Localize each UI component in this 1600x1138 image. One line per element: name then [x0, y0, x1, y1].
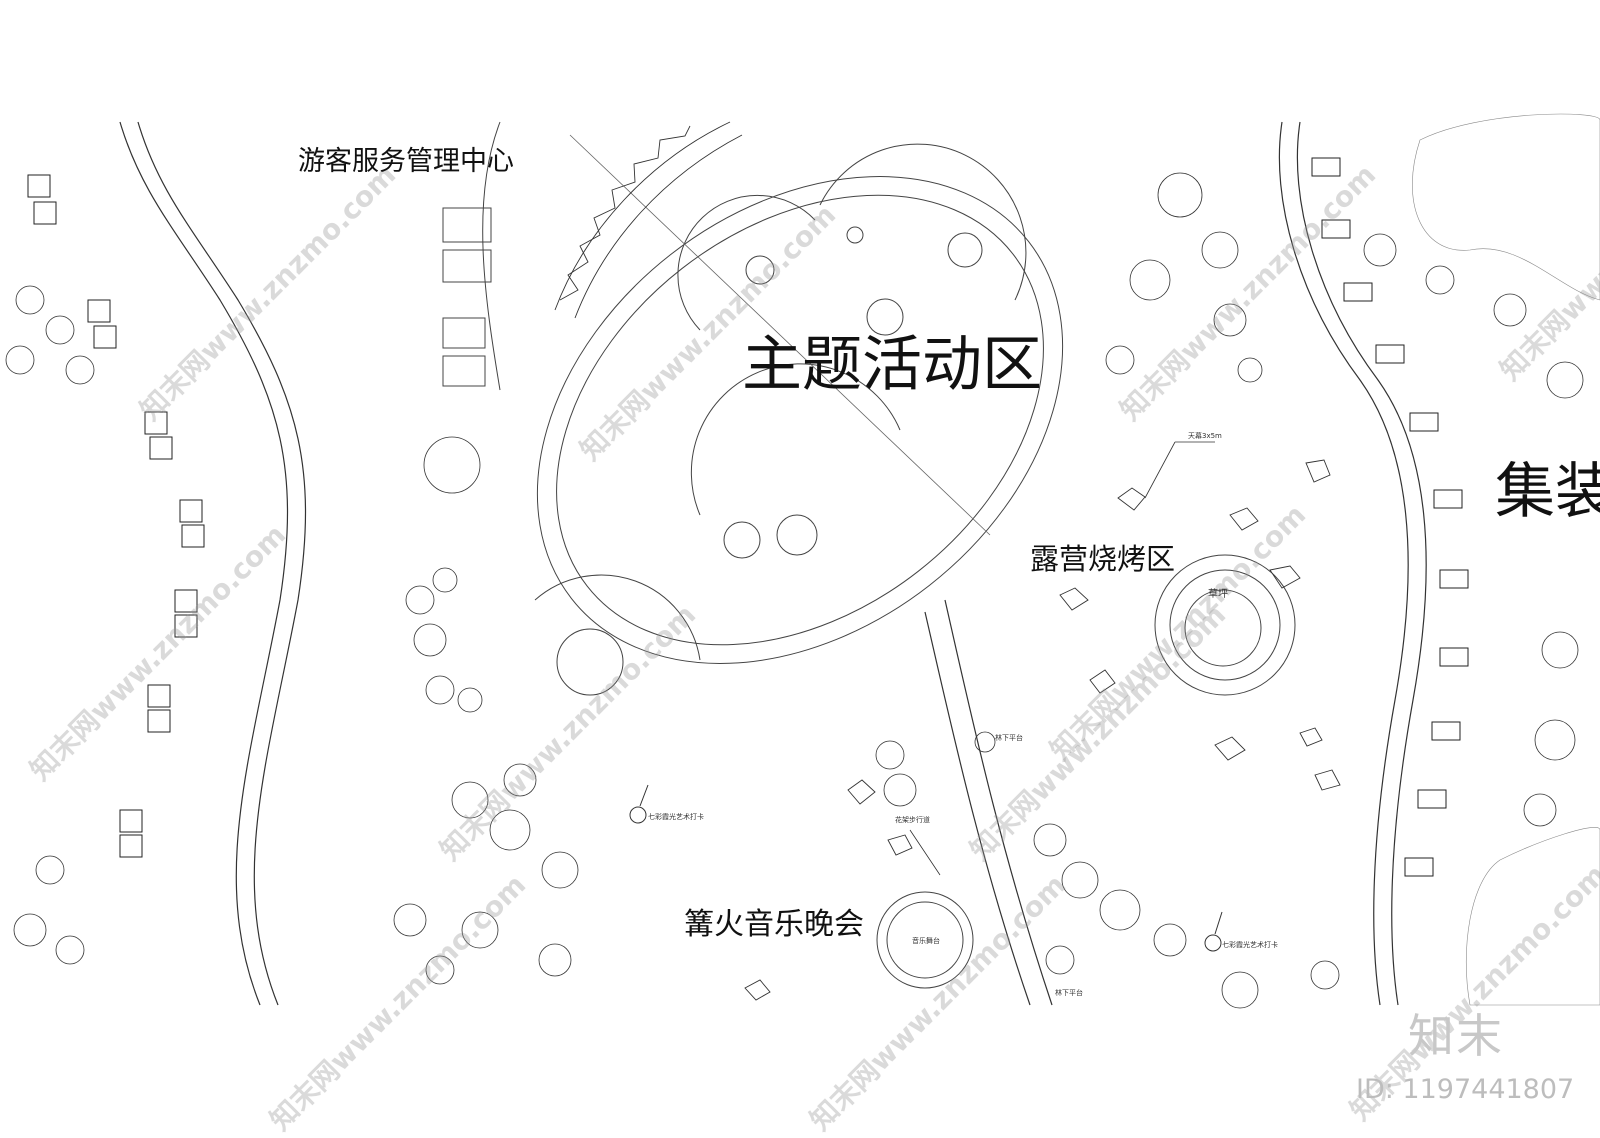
tree-clusters: [5, 172, 1584, 1009]
roads: [119, 121, 1427, 1006]
hatched-plazas: [1412, 113, 1600, 1006]
image-id-label: ID: 1197441807: [1356, 1074, 1575, 1105]
brand-logo: 知末: [1408, 1009, 1504, 1063]
music-stage: [876, 891, 974, 989]
art-punch-note: 七彩霞光艺术打卡: [1222, 941, 1278, 949]
right-road-edge-b: [1296, 121, 1427, 1006]
middle-road-edge-a: [924, 611, 1031, 1006]
art-punch-points: [629, 784, 1223, 952]
right-containers: [1311, 157, 1469, 877]
bbq-lawn-circle: [1154, 554, 1296, 696]
zone-label-visitor-center: 游客服务管理中心: [298, 146, 514, 177]
visitor-center-buildings: [442, 121, 501, 391]
platform-note: 林下平台: [1055, 989, 1083, 997]
stage-note: 音乐舞台: [912, 937, 940, 945]
canopy-note: 天幕3x5m: [1188, 432, 1222, 440]
middle-road-edge-b: [944, 599, 1053, 1006]
truss-walkway: [554, 121, 743, 319]
art-punch-note: 七彩霞光艺术打卡: [648, 813, 704, 821]
left-road-edge-b: [137, 121, 307, 1006]
theme-activity-oval: [534, 134, 1064, 696]
left-cabins: [27, 174, 205, 858]
left-road-edge-a: [119, 121, 289, 1006]
flower-path-note: 花架步行道: [895, 816, 930, 824]
right-road-edge-a: [1278, 121, 1409, 1006]
zone-label-container: 集装: [1495, 457, 1600, 527]
canopy-tents: [744, 459, 1341, 1001]
leader-lines: [909, 441, 1215, 876]
zone-label-theme-activity: 主题活动区: [742, 330, 1042, 400]
lawn-note: 草坪: [1208, 589, 1228, 600]
platform-note: 林下平台: [995, 734, 1023, 742]
zone-label-bonfire-concert: 篝火音乐晚会: [684, 907, 864, 942]
zone-label-camping-bbq: 露营烧烤区: [1030, 542, 1176, 576]
